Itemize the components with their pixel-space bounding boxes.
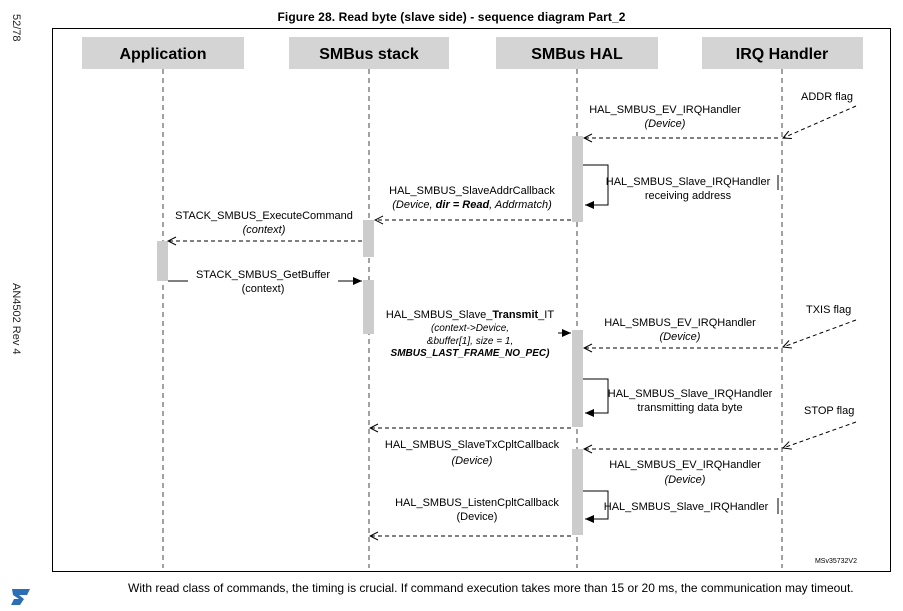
ev-irq-1-arg: (Device) <box>645 118 686 130</box>
activation-stack-1 <box>363 220 374 257</box>
slave-irq-1-desc: receiving address <box>645 190 732 202</box>
lifeline-header-irq-handler: IRQ Handler <box>702 37 863 69</box>
ev-irq-2-arg: (Device) <box>660 331 701 343</box>
txis-flag-arrow <box>783 319 857 347</box>
transmit-it-arg2: &buffer[1], size = 1, <box>427 336 513 347</box>
lifeline-header-smbus-hal: SMBus HAL <box>496 37 658 69</box>
get-buffer-label: STACK_SMBUS_GetBuffer <box>196 269 330 281</box>
execute-command-arg: (context) <box>243 224 286 236</box>
lifeline-label-irq-handler: IRQ Handler <box>736 46 828 63</box>
stop-flag-label: STOP flag <box>804 405 854 417</box>
activation-hal-1 <box>572 136 583 222</box>
st-logo-icon <box>11 589 30 605</box>
lifeline-header-application: Application <box>82 37 244 69</box>
txis-flag-label: TXIS flag <box>806 304 851 316</box>
get-buffer-arg: (context) <box>242 283 285 295</box>
slave-irq-2-label: HAL_SMBUS_Slave_IRQHandler <box>608 388 773 400</box>
addr-flag-arrow <box>783 105 857 138</box>
stop-flag-arrow <box>783 421 857 448</box>
slave-irq-2-desc: transmitting data byte <box>637 402 742 414</box>
transmit-it-arg1: (context->Device, <box>431 323 509 334</box>
transmit-it-label: HAL_SMBUS_Slave_Transmit_IT <box>386 309 554 321</box>
ev-irq-3-label: HAL_SMBUS_EV_IRQHandler <box>609 459 761 471</box>
slave-irq-1-self-call <box>583 164 609 209</box>
addr-flag-label: ADDR flag <box>801 91 853 103</box>
activation-app-1 <box>157 241 168 281</box>
activation-stack-2 <box>363 280 374 334</box>
slave-irq-3-label: HAL_SMBUS_Slave_IRQHandler <box>604 501 769 513</box>
lifeline-label-smbus-hal: SMBus HAL <box>531 46 623 63</box>
addr-callback-args: (Device, dir = Read, Addrmatch) <box>392 199 552 211</box>
transmit-it-arg3: SMBUS_LAST_FRAME_NO_PEC) <box>391 348 551 359</box>
lifeline-header-smbus-stack: SMBus stack <box>289 37 449 69</box>
ev-irq-2-label: HAL_SMBUS_EV_IRQHandler <box>604 317 756 329</box>
lifeline-label-application: Application <box>119 46 206 63</box>
activation-bars <box>157 136 583 535</box>
figure-title: Figure 28. Read byte (slave side) - sequ… <box>277 10 626 24</box>
ev-irq-3-arg: (Device) <box>665 474 706 486</box>
listen-cplt-callback-label: HAL_SMBUS_ListenCpltCallback <box>395 497 559 509</box>
figure-frame <box>52 28 891 572</box>
addr-callback-label: HAL_SMBUS_SlaveAddrCallback <box>389 185 555 197</box>
activation-hal-3 <box>572 449 583 535</box>
body-paragraph: With read class of commands, the timing … <box>128 581 854 595</box>
tx-cplt-callback-arg: (Device) <box>452 455 493 467</box>
listen-cplt-callback-arg: (Device) <box>457 511 498 523</box>
slave-irq-2-self-call <box>583 378 609 417</box>
tx-cplt-callback-label: HAL_SMBUS_SlaveTxCpltCallback <box>385 439 560 451</box>
execute-command-label: STACK_SMBUS_ExecuteCommand <box>175 210 353 222</box>
figure-id: MSv35732V2 <box>815 558 857 565</box>
ev-irq-1-label: HAL_SMBUS_EV_IRQHandler <box>589 104 741 116</box>
slave-irq-1-label: HAL_SMBUS_Slave_IRQHandler <box>606 176 771 188</box>
lifeline-label-smbus-stack: SMBus stack <box>319 46 419 63</box>
activation-hal-2 <box>572 330 583 427</box>
slave-irq-3-self-call <box>583 490 609 523</box>
